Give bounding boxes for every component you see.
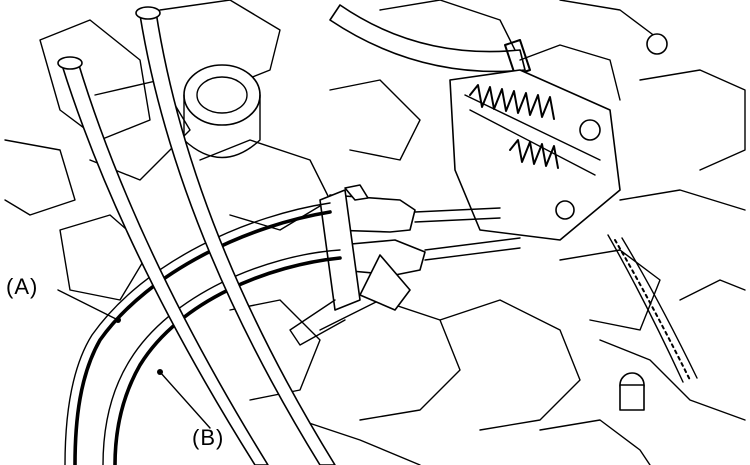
shift-cable-b xyxy=(102,249,342,465)
shift-cable-a xyxy=(64,202,332,465)
callout-label-a: (A) xyxy=(6,274,39,299)
callout-label-b: (B) xyxy=(192,425,225,450)
upper-hose xyxy=(329,4,531,76)
spring-coil xyxy=(469,84,559,169)
shift-mechanism xyxy=(449,44,621,241)
cable-end-lower xyxy=(339,237,521,311)
reservoir-cap xyxy=(183,64,261,159)
long-tubes xyxy=(57,6,336,465)
bracket-bolts xyxy=(619,33,668,411)
cable-end-upper xyxy=(329,184,501,233)
beaded-cable xyxy=(607,234,698,383)
engine-background xyxy=(4,0,746,465)
leader-lines xyxy=(57,289,211,429)
